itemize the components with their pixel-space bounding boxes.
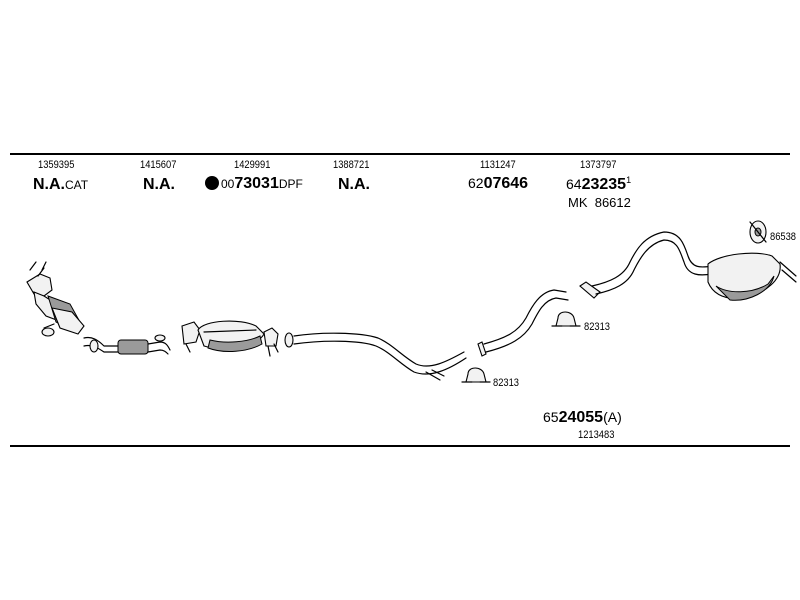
part-code-suffix: (A) (603, 409, 622, 425)
bottom-part-code[interactable]: 6524055(A) (543, 410, 622, 426)
middle-pipe-icon[interactable] (284, 332, 467, 381)
part-code-main: 07646 (483, 175, 529, 192)
part-ref-3: 1429991 (234, 159, 271, 171)
part-code-4[interactable]: N.A. (338, 177, 370, 193)
part-code-main: 73031 (234, 175, 279, 192)
part-code-6[interactable]: 64232351 (566, 176, 631, 193)
part-code-prefix: 64 (566, 176, 582, 192)
intermediate-pipe-icon[interactable] (477, 289, 569, 357)
clamp-icon[interactable] (551, 311, 581, 327)
bottom-rule (10, 445, 790, 447)
mount-label: 86538 (770, 231, 797, 243)
part-code-3[interactable]: 0073031DPF (205, 176, 303, 192)
part-code-2[interactable]: N.A. (143, 177, 175, 193)
part-code-prefix: 65 (543, 409, 559, 425)
front-pipe-icon[interactable] (83, 334, 171, 355)
part-ref-5: 1131247 (480, 159, 516, 171)
part-code-suffix: DPF (278, 177, 303, 191)
part-ref-4: 1388721 (333, 159, 370, 171)
part-code-main: 24055 (558, 409, 604, 426)
part-code-main: N.A. (338, 176, 370, 193)
dpf-icon[interactable] (181, 320, 279, 357)
part-ref-2: 1415607 (140, 159, 177, 171)
clamp-label-left: 82313 (493, 377, 520, 389)
part-ref-1: 1359395 (38, 159, 75, 171)
part-code-prefix: 62 (468, 175, 484, 191)
clamp-icon[interactable] (461, 367, 491, 383)
clamp-label-right: 82313 (584, 321, 611, 333)
part-code-suffix: CAT (65, 178, 89, 192)
part-code-main: 23235 (581, 176, 627, 193)
filled-circle-icon (205, 176, 219, 190)
part-kit-6: MK 86612 (568, 195, 631, 210)
bottom-part-ref: 1213483 (578, 429, 615, 441)
rear-muffler-icon[interactable] (579, 231, 797, 301)
top-rule (10, 153, 790, 155)
part-code-prefix: 00 (221, 177, 235, 191)
part-code-main: N.A. (33, 176, 65, 193)
part-code-5[interactable]: 6207646 (468, 176, 528, 192)
part-code-main: N.A. (143, 176, 175, 193)
mount-icon[interactable] (749, 220, 767, 244)
part-ref-6: 1373797 (580, 159, 617, 171)
part-code-1[interactable]: N.A.CAT (33, 177, 88, 193)
part-code-suffix: 1 (626, 175, 632, 185)
manifold-cat-icon[interactable] (26, 261, 85, 337)
